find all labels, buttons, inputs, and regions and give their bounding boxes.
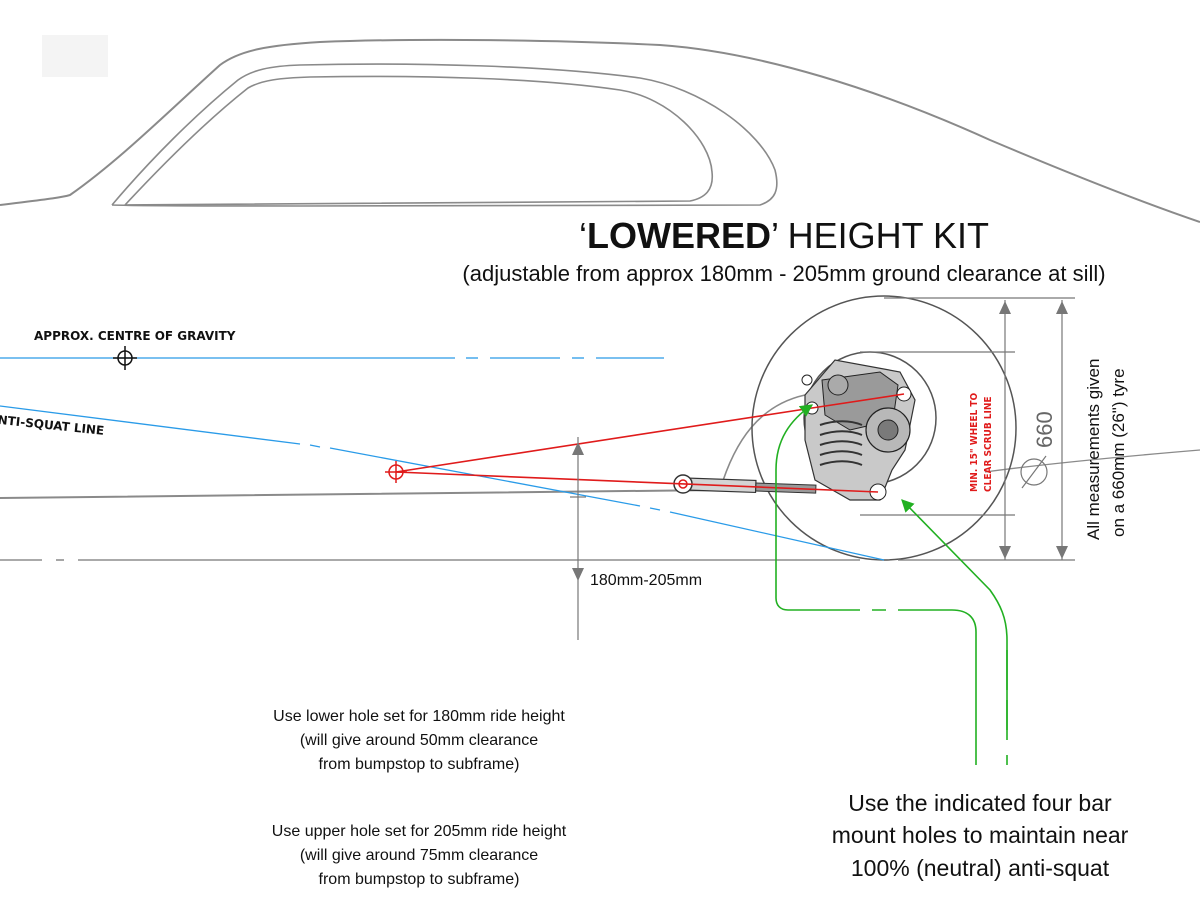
ride-height-label: 180mm-205mm	[590, 572, 702, 589]
page-subtitle: (adjustable from approx 180mm - 205mm gr…	[462, 261, 1105, 286]
lower-hole-note-line3: from bumpstop to subframe)	[319, 756, 520, 773]
anti-squat-line-label: ANTI-SQUAT LINE	[0, 412, 105, 438]
four-bar-geometry	[395, 393, 905, 493]
title-rest: ’ HEIGHT KIT	[771, 215, 989, 256]
four-bar-note-line1: Use the indicated four bar	[848, 790, 1112, 816]
cog-target	[113, 346, 137, 370]
upper-hole-note: Use upper hole set for 205mm ride height…	[272, 823, 567, 888]
axle-bracket-drawing	[801, 359, 916, 501]
four-bar-note-line2: mount holes to maintain near	[832, 822, 1129, 848]
four-bar-note-line3: 100% (neutral) anti-squat	[851, 855, 1110, 881]
lower-hole-note-line1: Use lower hole set for 180mm ride height	[273, 708, 565, 725]
diameter-label: 660	[1032, 411, 1057, 448]
arrow-to-lower-hole	[902, 500, 1008, 765]
green-arrows	[775, 404, 1008, 765]
upper-hole-note-line1: Use upper hole set for 205mm ride height	[272, 823, 567, 840]
four-bar-note: Use the indicated four bar mount holes t…	[832, 790, 1129, 881]
measurement-note-line1: All measurements given	[1084, 359, 1103, 540]
centre-of-gravity-label: APPROX. CENTRE OF GRAVITY	[34, 329, 236, 343]
tyre-diameter-dimension	[860, 297, 1075, 560]
title-bold: LOWERED	[587, 215, 771, 256]
upper-hole-note-line3: from bumpstop to subframe)	[319, 871, 520, 888]
page-title: ‘LOWERED’ HEIGHT KIT	[579, 215, 989, 256]
car-outline	[0, 38, 1200, 499]
arrow-to-upper-hole	[775, 565, 977, 765]
corner-smudge	[42, 35, 108, 77]
upper-hole-note-line2: (will give around 75mm clearance	[300, 847, 538, 864]
anti-squat-line	[0, 405, 885, 561]
title-quote-open: ‘	[579, 215, 587, 256]
ride-height-dimension	[570, 437, 586, 640]
lower-hole-note-line2: (will give around 50mm clearance	[300, 732, 538, 749]
measurement-note-line2: on a 660mm (26") tyre	[1109, 368, 1128, 537]
wheel-scrub-label-line1: MIN. 15" WHEEL TO	[969, 393, 980, 492]
instant-centre-target	[385, 461, 407, 483]
lower-hole-note: Use lower hole set for 180mm ride height…	[273, 708, 565, 773]
wheel-scrub-label-line2: CLEAR SCRUB LINE	[983, 396, 994, 492]
lower-link	[673, 474, 817, 494]
